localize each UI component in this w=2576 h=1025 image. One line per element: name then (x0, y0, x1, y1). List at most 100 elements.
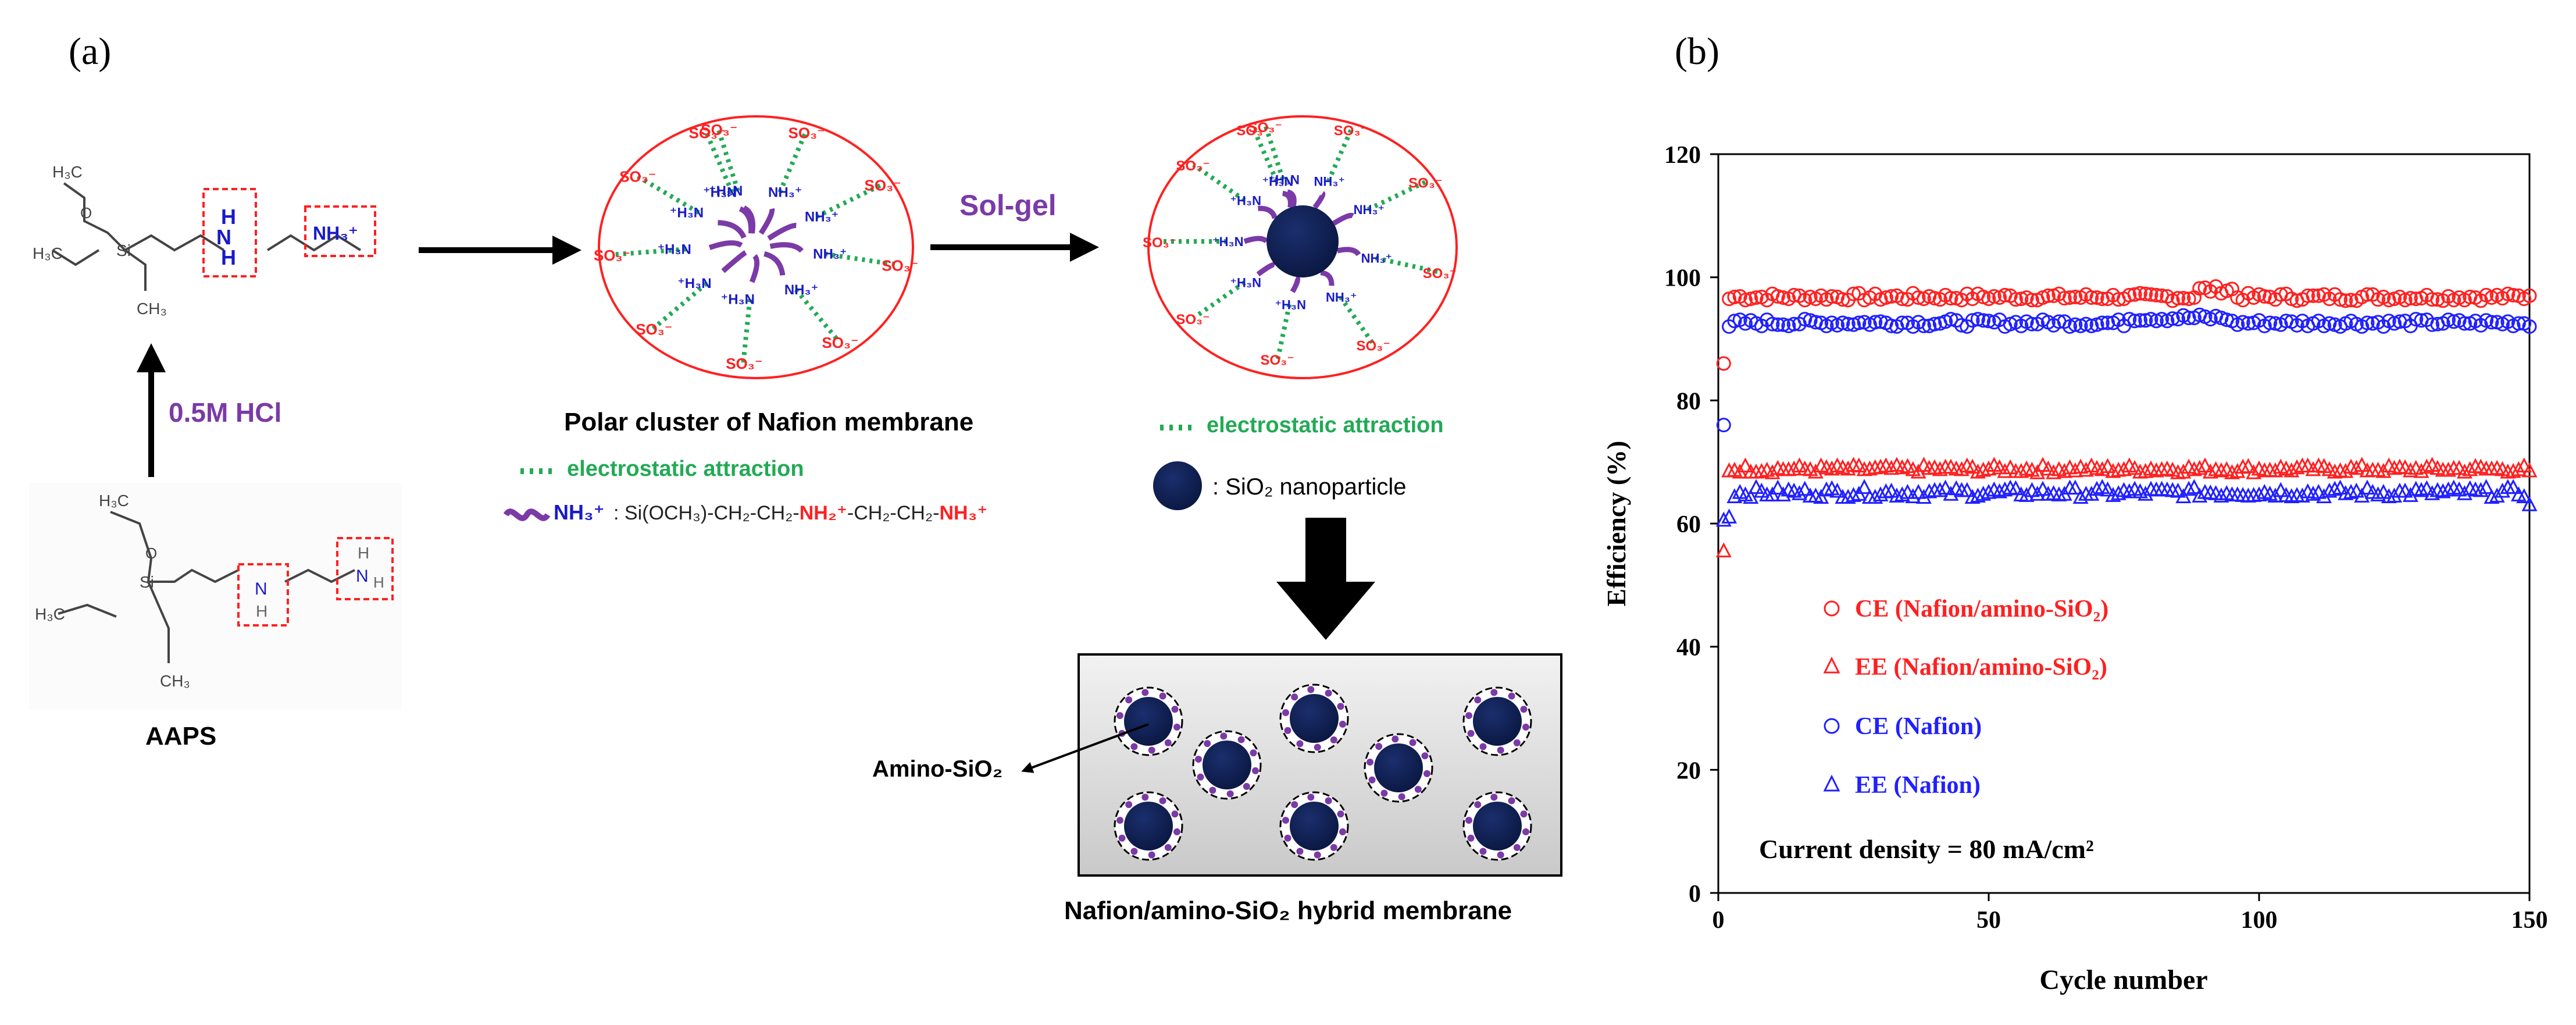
silica-cluster: SO₃⁻⁺H₃NSO₃⁻NH₃⁺SO₃⁻NH₃⁺SO₃⁻NH₃⁺SO₃⁻NH₃⁺… (1143, 115, 1458, 379)
data-point (2192, 460, 2208, 475)
sulfonate-label: SO₃⁻ (865, 177, 901, 194)
aaps-chain (1258, 205, 1278, 219)
data-point (2013, 462, 2029, 478)
data-point (2046, 464, 2062, 479)
data-point (1716, 418, 1731, 433)
sio2-core (1374, 743, 1423, 792)
data-point (2354, 457, 2370, 472)
data-point (1970, 463, 1986, 479)
polar-cluster: SO₃⁻⁺H₃NSO₃⁻NH₃⁺SO₃⁻NH₃⁺SO₃⁻NH₃⁺SO₃⁻NH₃⁺… (594, 115, 919, 379)
data-point (2375, 483, 2392, 499)
data-point (2229, 462, 2246, 478)
protonated-n-label: N (216, 225, 231, 249)
data-point (2175, 488, 2192, 503)
data-point (1883, 482, 1900, 498)
sol-gel-label: Sol-gel (959, 189, 1057, 222)
data-point (2338, 462, 2354, 478)
y-tick-label: 80 (1676, 388, 1701, 415)
legend-formula-part: NH₂⁺ (800, 502, 847, 524)
data-point (2181, 481, 2197, 496)
data-point (2084, 290, 2099, 305)
data-point (1932, 482, 1948, 497)
data-points (1715, 279, 2538, 558)
amino-group-dot (1194, 756, 1202, 763)
amino-group-dot (1325, 689, 1332, 697)
amino-group-dot (1130, 743, 1138, 750)
amino-group-dot (1497, 746, 1504, 754)
amino-group-dot (1220, 732, 1228, 740)
data-point (1738, 293, 1753, 308)
data-point (2306, 288, 2321, 303)
amino-group-dot (1209, 786, 1216, 794)
electrostatic-link (1192, 280, 1246, 321)
sulfonate-label: SO₃⁻ (1260, 353, 1294, 368)
data-point (2251, 486, 2267, 501)
amine-h-label: H (358, 544, 369, 562)
amino-group-dot (1284, 727, 1291, 734)
data-point (2072, 489, 2089, 504)
data-point (2078, 461, 2094, 477)
sulfonate-label: SO₃⁻ (1408, 176, 1442, 191)
data-point (1872, 486, 1889, 501)
amino-group-dot (1467, 729, 1475, 737)
data-point (2138, 313, 2153, 328)
legend-formula-part: NH₃⁺ (940, 502, 988, 524)
data-point (1715, 511, 1732, 527)
amino-group-dot (1173, 723, 1181, 731)
data-point (1753, 462, 1769, 478)
data-point (2333, 292, 2347, 307)
data-point (1797, 312, 1813, 327)
ammonium-label: ⁺H₃N (1262, 175, 1294, 189)
amine-h-label: H (256, 602, 267, 620)
data-point (2138, 486, 2154, 501)
electrostatic-link (1263, 125, 1286, 180)
amino-group-dot (1284, 834, 1291, 842)
amino-group-dot (1474, 696, 1482, 704)
amino-group-dot (1171, 810, 1179, 818)
data-point (2148, 462, 2164, 478)
data-point (1861, 460, 1878, 476)
data-point (2008, 480, 2024, 496)
legend-formula-part: : Si(OCH₃)-CH₂-CH₂- (613, 502, 800, 524)
data-point (2100, 481, 2116, 497)
aaps-chain (769, 242, 804, 253)
data-point (2354, 487, 2370, 503)
data-point (2441, 461, 2456, 477)
data-point (2322, 316, 2337, 331)
data-point (2089, 481, 2105, 496)
ammonium-label: ⁺H₃N (1212, 234, 1244, 249)
data-point (1911, 290, 1926, 305)
cluster-boundary (598, 115, 914, 379)
data-point (2521, 462, 2538, 478)
ammonium-label: NH₃⁺ (1314, 175, 1345, 189)
data-point (2267, 462, 2284, 478)
nh-highlight-box (202, 188, 257, 277)
amino-group-dot (1291, 801, 1298, 809)
ammonium-label: NH₃⁺ (805, 209, 839, 225)
data-point (1715, 542, 1732, 558)
data-point (2181, 311, 2196, 326)
data-point (2343, 483, 2359, 499)
amino-group-dot (1508, 797, 1515, 805)
amino-group-dot (1197, 773, 1204, 781)
amino-group-dot (1421, 752, 1429, 760)
electrostatic-legend-label: electrostatic attraction (567, 457, 804, 481)
electrostatic-link (815, 182, 883, 219)
data-point (2057, 291, 2072, 306)
amine-highlight-box (237, 563, 289, 627)
electrostatic-link (1192, 162, 1246, 202)
data-point (2457, 316, 2472, 331)
data-point (2386, 487, 2402, 503)
ammonium-label: ⁺H₃N (721, 292, 755, 308)
electrostatic-link (777, 131, 808, 194)
data-point (1792, 485, 1807, 500)
data-point (2430, 292, 2445, 307)
data-point (1910, 483, 1926, 499)
data-point (1964, 458, 1981, 474)
legend-label: CE (Nafion/amino-SiO₂) (1855, 596, 2108, 622)
chart-legend: CE (Nafion/amino-SiO₂)EE (Nafion/amino-S… (1823, 596, 2108, 799)
amino-group-dot (1368, 776, 1376, 784)
data-point (1927, 316, 1942, 332)
data-point (2257, 289, 2272, 304)
data-point (2202, 463, 2218, 479)
